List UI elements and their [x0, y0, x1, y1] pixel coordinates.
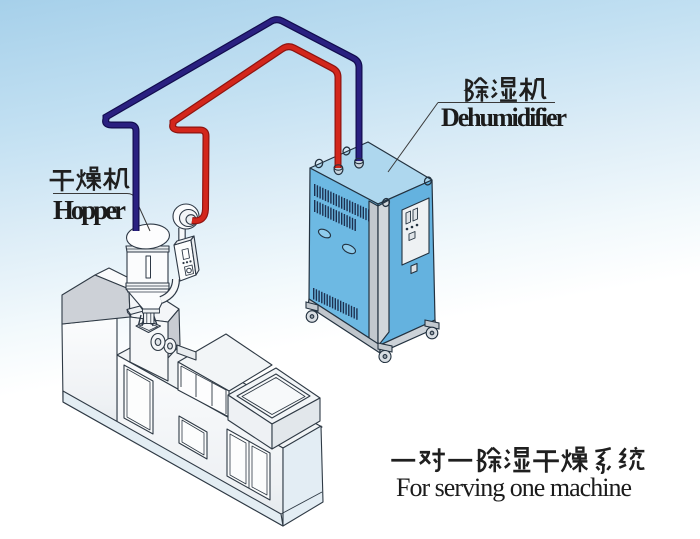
svg-text:Dehumidifier: Dehumidifier [441, 103, 567, 132]
svg-text:For serving one machine: For serving one machine [396, 473, 632, 502]
svg-text:Hopper: Hopper [53, 195, 126, 225]
